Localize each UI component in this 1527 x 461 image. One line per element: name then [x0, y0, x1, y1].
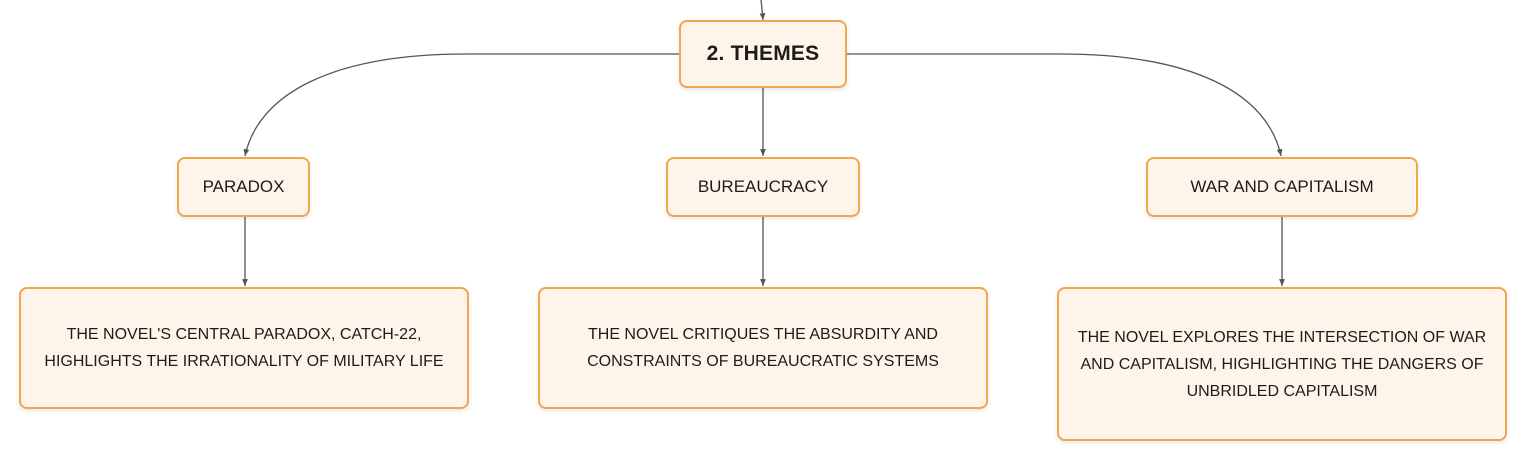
topic-label-war-and-capitalism: WAR AND CAPITALISM	[1190, 177, 1374, 196]
detail-node-paradox[interactable]: THE NOVEL'S CENTRAL PARADOX, CATCH-22, H…	[19, 287, 469, 409]
connector-root-paradox	[243, 53, 679, 157]
detail-line: THE NOVEL CRITIQUES THE ABSURDITY AND	[587, 326, 938, 343]
detail-line: THE NOVEL'S CENTRAL PARADOX, CATCH-22,	[66, 326, 422, 343]
topic-label-bureaucracy: BUREAUCRACY	[697, 177, 829, 196]
detail-text-war-and-capitalism: THE NOVEL EXPLORES THE INTERSECTION OF W…	[1078, 324, 1486, 405]
topic-node-bureaucracy[interactable]: BUREAUCRACY	[666, 157, 860, 217]
detail-line: UNBRIDLED CAPITALISM	[1186, 382, 1378, 400]
detail-line: HIGHLIGHTS THE IRRATIONALITY OF MILITARY…	[44, 353, 444, 370]
connector-root-war	[847, 53, 1283, 157]
topic-label-paradox: PARADOX	[202, 177, 285, 196]
root-node-label: 2. THEMES	[706, 42, 820, 65]
topic-node-war-and-capitalism[interactable]: WAR AND CAPITALISM	[1146, 157, 1418, 217]
detail-node-bureaucracy[interactable]: THE NOVEL CRITIQUES THE ABSURDITY AND CO…	[538, 287, 988, 409]
detail-text-bureaucracy: THE NOVEL CRITIQUES THE ABSURDITY AND CO…	[587, 321, 939, 375]
root-node-themes[interactable]: 2. THEMES	[679, 20, 847, 88]
detail-line: CONSTRAINTS OF BUREAUCRATIC SYSTEMS	[587, 353, 939, 370]
topic-node-paradox[interactable]: PARADOX	[177, 157, 310, 217]
detail-line: AND CAPITALISM, HIGHLIGHTING THE DANGERS…	[1080, 355, 1484, 373]
detail-node-war-and-capitalism[interactable]: THE NOVEL EXPLORES THE INTERSECTION OF W…	[1057, 287, 1507, 441]
detail-line: THE NOVEL EXPLORES THE INTERSECTION OF W…	[1077, 328, 1487, 346]
detail-text-paradox: THE NOVEL'S CENTRAL PARADOX, CATCH-22, H…	[44, 321, 443, 375]
parent-connector	[759, 0, 766, 21]
